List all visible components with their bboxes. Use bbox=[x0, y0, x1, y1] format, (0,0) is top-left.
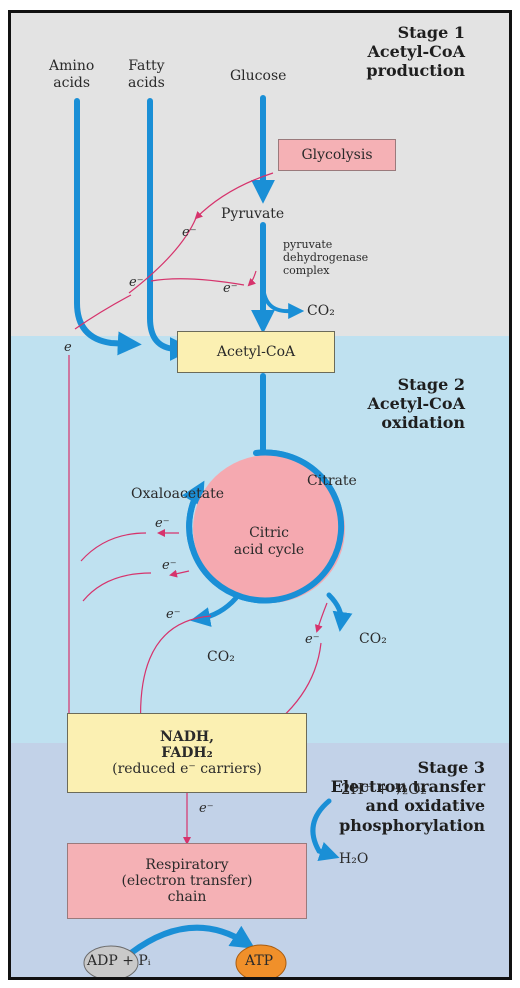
oxaloacetate-label: Oxaloacetate bbox=[131, 486, 224, 502]
electron-label-9: e⁻ bbox=[199, 801, 214, 816]
electron-label-8: e⁻ bbox=[305, 632, 320, 647]
electron-label-7: e⁻ bbox=[166, 607, 181, 622]
stage3-line2: and oxidative bbox=[365, 796, 485, 816]
glucose-label: Glucose bbox=[230, 68, 287, 84]
co2-label-right: CO₂ bbox=[359, 631, 387, 647]
stage3-line3: phosphorylation bbox=[339, 815, 485, 835]
stage3-title: Stage 3 bbox=[417, 758, 485, 777]
diagram-frame: Stage 1 Acetyl-CoA production Stage 2 Ac… bbox=[8, 10, 512, 980]
water-label: H₂O bbox=[339, 851, 369, 867]
electron-label-2: e⁻ bbox=[129, 275, 144, 290]
fatty-acids-flow bbox=[147, 98, 194, 361]
stage2-label: Stage 2 Acetyl-CoA oxidation bbox=[367, 375, 465, 433]
pyruvate-label: Pyruvate bbox=[221, 206, 285, 222]
nadh-label: NADH, bbox=[160, 729, 214, 745]
amino-acids-label: Amino acids bbox=[49, 58, 95, 91]
stage1-title: Stage 1 bbox=[397, 23, 465, 42]
adp-to-atp bbox=[128, 924, 256, 956]
adp-pi-label: ADP + Pᵢ bbox=[87, 953, 151, 969]
adp-oval bbox=[83, 945, 139, 977]
stage2-line2: oxidation bbox=[381, 413, 465, 433]
reduced-carriers-label: (reduced e⁻ carriers) bbox=[112, 761, 262, 777]
stage2-title: Stage 2 bbox=[397, 375, 465, 394]
pdh-complex-label: pyruvate dehydrogenase complex bbox=[283, 238, 369, 277]
oxygen-equation: 2H⁺ + ½O₂ bbox=[341, 780, 427, 798]
respiratory-chain-box: Respiratory (electron transfer) chain bbox=[67, 843, 307, 919]
electron-label-4: e bbox=[64, 340, 72, 355]
co2-label-stage1: CO₂ bbox=[307, 303, 335, 319]
acetyl-coa-box: Acetyl-CoA bbox=[177, 331, 335, 373]
glycolysis-box: Glycolysis bbox=[278, 139, 396, 171]
co2-release-stage1 bbox=[261, 281, 305, 319]
oxygen-to-water bbox=[310, 798, 340, 862]
stage1-line2: production bbox=[366, 61, 465, 81]
fatty-acids-label: Fatty acids bbox=[128, 58, 165, 91]
stage3-label: Stage 3 Electron transfer and oxidative … bbox=[331, 758, 485, 835]
co2-release-left bbox=[190, 595, 239, 627]
electron-label-3: e⁻ bbox=[223, 281, 238, 296]
stage1-label: Stage 1 Acetyl-CoA production bbox=[366, 23, 465, 81]
co2-release-right bbox=[326, 592, 353, 632]
flow-arrows bbox=[68, 95, 353, 977]
citric-acid-cycle-circle bbox=[193, 455, 345, 603]
amino-acids-flow bbox=[74, 98, 142, 356]
atp-oval bbox=[235, 944, 287, 977]
citrate-label: Citrate bbox=[307, 473, 357, 489]
electron-label-6: e⁻ bbox=[162, 558, 177, 573]
stage2-line1: Acetyl-CoA bbox=[367, 394, 465, 414]
stage1-line1: Acetyl-CoA bbox=[367, 42, 465, 62]
co2-label-left: CO₂ bbox=[207, 649, 235, 665]
electron-label-5: e⁻ bbox=[155, 516, 170, 531]
stage3-line1: Electron transfer bbox=[330, 777, 485, 797]
citric-acid-cycle-label: Citric acid cycle bbox=[233, 525, 305, 558]
atp-label: ATP bbox=[245, 953, 274, 969]
fadh2-label: FADH₂ bbox=[161, 745, 213, 761]
electron-label-1: e⁻ bbox=[182, 225, 197, 240]
reduced-carriers-box: NADH, FADH₂ (reduced e⁻ carriers) bbox=[67, 713, 307, 793]
